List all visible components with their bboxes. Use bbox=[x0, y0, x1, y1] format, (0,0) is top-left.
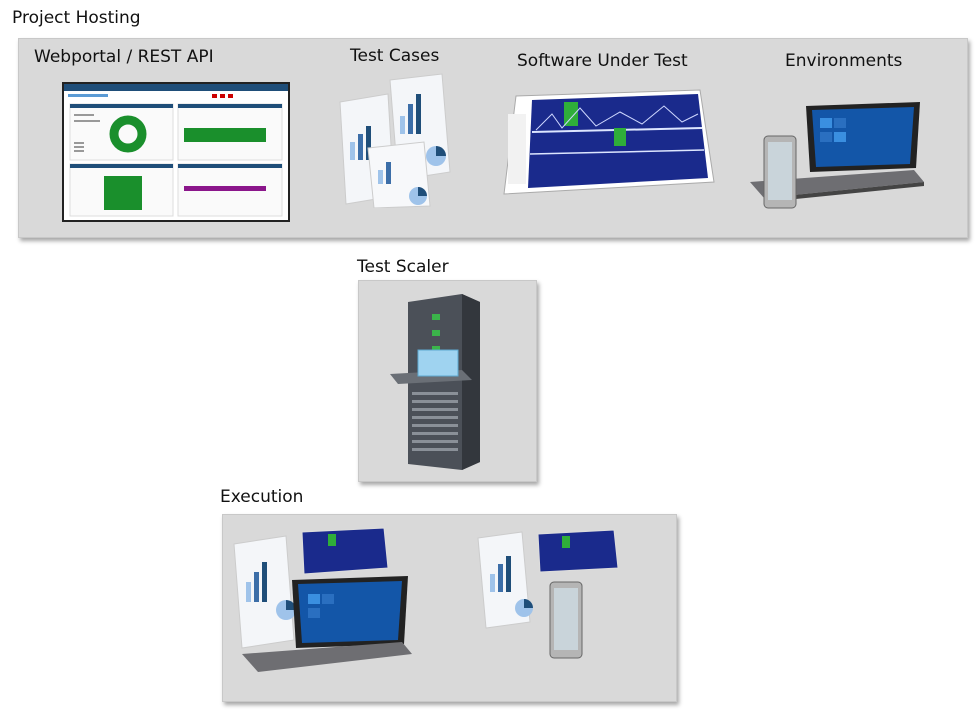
execution-bundle-icon bbox=[232, 522, 662, 692]
dashboard-screenshot-icon bbox=[62, 82, 290, 222]
test-cases-title: Test Cases bbox=[350, 46, 440, 66]
section-title-test-scaler: Test Scaler bbox=[357, 257, 449, 277]
software-under-test-title: Software Under Test bbox=[517, 51, 688, 71]
section-title-project-hosting: Project Hosting bbox=[12, 8, 141, 28]
report-documents-icon bbox=[336, 72, 458, 208]
webportal-title: Webportal / REST API bbox=[34, 47, 214, 67]
spectrum-software-screen-icon bbox=[502, 84, 716, 196]
environments-title: Environments bbox=[785, 51, 903, 71]
section-title-execution: Execution bbox=[220, 487, 304, 507]
tablet-and-phone-icon bbox=[744, 98, 928, 214]
server-rack-icon bbox=[388, 292, 498, 474]
